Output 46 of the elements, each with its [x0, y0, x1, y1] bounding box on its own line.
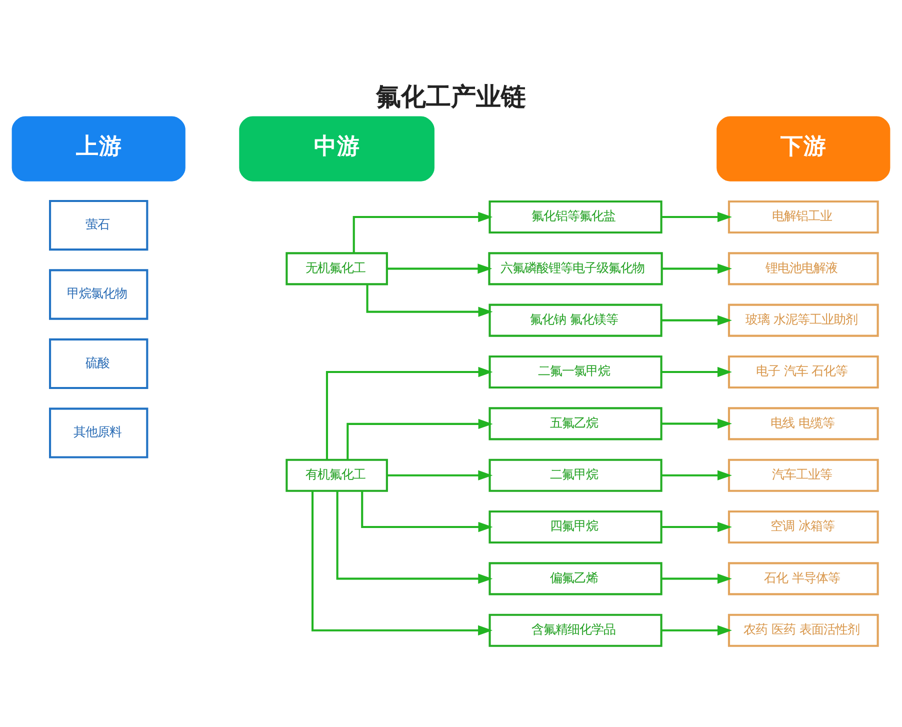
node-box: 下游	[716, 116, 890, 181]
arrow	[387, 470, 493, 480]
node-box: 石化 半导体等	[728, 562, 879, 595]
node-box: 电线 电缆等	[728, 406, 879, 440]
arrow	[352, 211, 493, 253]
node-box: 硫酸	[49, 338, 148, 389]
arrow	[661, 211, 732, 222]
arrow	[661, 521, 732, 532]
node-box: 汽车工业等	[728, 458, 879, 492]
node-box: 甲烷氯化物	[49, 268, 148, 320]
node-box: 氟化钠 氟化镁等	[488, 303, 662, 336]
arrow	[662, 263, 732, 274]
node-box: 电子 汽车 石化等	[728, 354, 879, 388]
node-box: 中游	[239, 116, 434, 181]
node-box: 锂电池电解液	[728, 252, 879, 285]
node-box: 上游	[12, 116, 186, 181]
arrow	[661, 366, 732, 377]
arrow	[661, 624, 732, 635]
node-box: 空调 冰箱等	[728, 510, 879, 544]
arrow	[361, 490, 493, 532]
arrow	[311, 490, 493, 635]
arrow	[661, 314, 732, 325]
arrow	[366, 284, 493, 316]
node-box: 玻璃 水泥等工业助剂	[728, 303, 879, 336]
arrow	[661, 470, 732, 480]
arrow	[387, 263, 492, 274]
arrow	[661, 418, 732, 428]
arrow	[336, 490, 493, 584]
node-box: 无机氟化工	[286, 252, 388, 285]
arrow	[661, 573, 732, 584]
node-box: 有机氟化工	[286, 458, 388, 492]
node-box: 萤石	[49, 199, 148, 250]
node-box: 五氟乙烷	[488, 406, 662, 440]
node-box: 氟化铝等氟化盐	[488, 200, 662, 234]
node-box: 四氟甲烷	[488, 510, 662, 544]
node-box: 偏氟乙烯	[488, 562, 662, 595]
node-box: 二氟甲烷	[488, 458, 662, 492]
node-box: 六氟磷酸锂等电子级氟化物	[488, 252, 663, 285]
node-box: 电解铝工业	[728, 200, 879, 234]
node-box: 含氟精细化学品	[488, 613, 662, 646]
arrow	[326, 366, 493, 460]
node-box: 其他原料	[49, 407, 148, 458]
node-box: 农药 医药 表面活性剂	[728, 613, 879, 646]
diagram-title: 氟化工产业链	[376, 82, 526, 111]
node-box: 二氟一氯甲烷	[488, 354, 662, 388]
arrow	[346, 418, 493, 460]
